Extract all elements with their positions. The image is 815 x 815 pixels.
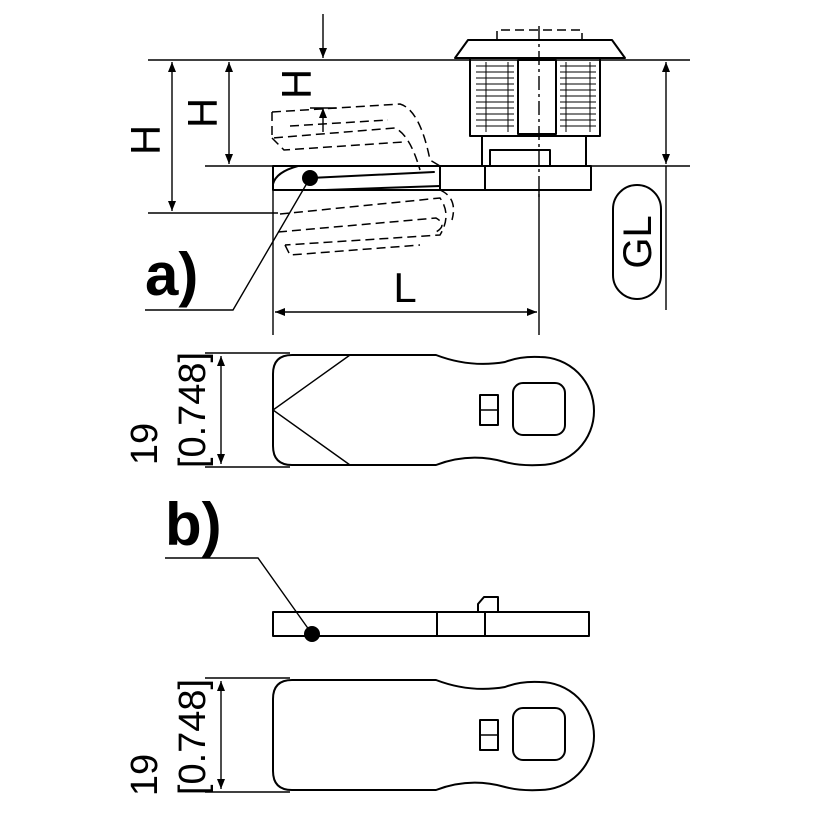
view-a-plan: 19 [0.748] (124, 352, 595, 468)
lock-nut (489, 149, 551, 167)
cam-a-square-hole (512, 382, 566, 436)
dim-h-outer-label: H (122, 125, 169, 155)
dim-width-a-in: [0.748] (172, 352, 214, 468)
cam-a-side (272, 165, 592, 191)
dim-h-middle-label: H (179, 98, 226, 128)
variant-a-leader (145, 177, 311, 311)
cam-a-outline (272, 354, 595, 467)
lock-head (454, 39, 626, 59)
gl-badge (612, 184, 662, 300)
cam-alternate-positions (271, 103, 455, 256)
dim-width-b-in: [0.748] (172, 679, 214, 795)
variant-b-label: b) (165, 491, 222, 558)
cam-b-square-hole (512, 707, 566, 761)
dim-width-b-mm: 19 (124, 754, 166, 796)
cam-b-outline (272, 679, 595, 792)
variant-a-label: a) (145, 241, 198, 308)
cam-b-tab (477, 596, 499, 613)
view-b-plan: 19 [0.748] (124, 677, 595, 796)
lock-hidden-head (496, 29, 583, 40)
cam-a-bevel (271, 354, 351, 466)
gl-label: GL (616, 215, 660, 268)
dim-width-a-mm: 19 (124, 423, 166, 465)
lock-barrel (469, 57, 601, 137)
variant-b-dot (304, 626, 320, 642)
lock-threads (476, 62, 596, 132)
variant-a-dot (302, 170, 318, 186)
view-b-side: b) (165, 491, 590, 642)
lock-body (454, 26, 626, 200)
lock-key-slot (517, 59, 557, 135)
cam-plate (272, 165, 592, 191)
cam-bend-lines (272, 165, 441, 191)
view-a-side: H H H L GL a) (122, 14, 690, 335)
dim-l-label: L (393, 264, 416, 311)
dim-h-inner-label: H (273, 69, 320, 99)
variant-b-leader (165, 557, 313, 635)
cam-b-plate (272, 611, 590, 637)
